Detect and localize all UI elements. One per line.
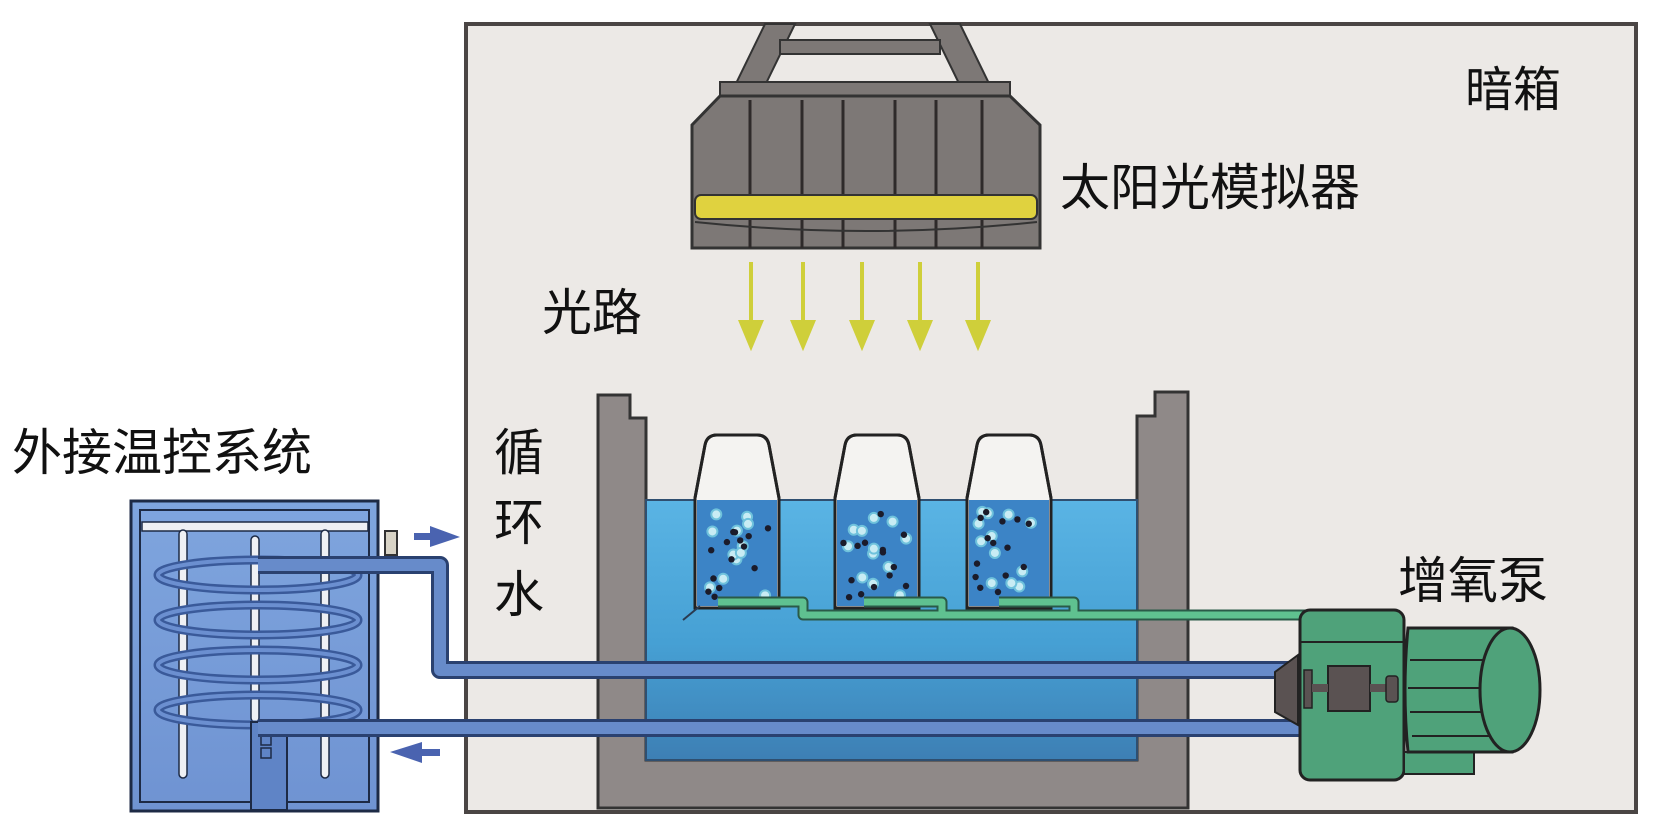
bubble bbox=[742, 517, 755, 530]
particle bbox=[1002, 572, 1009, 579]
aeration-pump bbox=[1274, 608, 1542, 782]
temp-control-label: 外接温控系统 bbox=[12, 424, 312, 482]
dark-box-label: 暗箱 bbox=[1465, 62, 1561, 118]
beaker-2 bbox=[833, 433, 921, 610]
particle bbox=[890, 563, 898, 571]
particle bbox=[716, 584, 723, 592]
particle bbox=[900, 531, 908, 538]
light-ray bbox=[965, 262, 991, 352]
bubble bbox=[1002, 508, 1015, 521]
simulator-yellow-band bbox=[694, 194, 1038, 220]
light-path-label: 光路 bbox=[542, 284, 642, 342]
aeration-pump-label: 增氧泵 bbox=[1398, 552, 1548, 610]
pump-rear-cap bbox=[1274, 653, 1299, 727]
particle bbox=[999, 518, 1006, 525]
light-ray bbox=[738, 262, 764, 352]
flow-arrow-in bbox=[390, 742, 440, 763]
solar-simulator-label: 太阳光模拟器 bbox=[1060, 159, 1360, 217]
particle bbox=[870, 583, 878, 591]
particle bbox=[977, 514, 984, 522]
particle bbox=[877, 510, 884, 518]
light-path bbox=[738, 262, 991, 352]
particle bbox=[845, 593, 853, 601]
bubble bbox=[855, 524, 868, 537]
particle bbox=[982, 508, 990, 516]
circulating-water-label-2: 环 bbox=[494, 494, 544, 552]
beaker-3 bbox=[965, 433, 1053, 610]
temperature-control-system bbox=[129, 499, 398, 813]
particle bbox=[708, 547, 715, 554]
circulating-water-label-3: 水 bbox=[494, 566, 544, 624]
particle bbox=[740, 543, 748, 550]
particle bbox=[710, 575, 717, 582]
particle bbox=[705, 588, 712, 595]
particle bbox=[751, 564, 758, 572]
light-ray bbox=[907, 262, 933, 352]
bubble bbox=[710, 508, 723, 521]
particle bbox=[1020, 563, 1027, 571]
particle bbox=[990, 539, 997, 547]
particle bbox=[723, 538, 731, 546]
particle bbox=[840, 539, 847, 547]
particle bbox=[731, 529, 739, 536]
bubble bbox=[886, 515, 899, 528]
bubble bbox=[1005, 577, 1018, 590]
pump-coupling bbox=[1327, 665, 1371, 712]
particle bbox=[736, 537, 744, 544]
motor-end-cap bbox=[1478, 626, 1542, 754]
simulator-body bbox=[690, 94, 1042, 250]
particle bbox=[984, 534, 991, 542]
outlet-valve bbox=[384, 530, 398, 556]
bubble bbox=[717, 572, 730, 585]
flow-arrow-out bbox=[414, 526, 460, 547]
bubble bbox=[734, 546, 747, 559]
particle bbox=[745, 532, 752, 540]
particle bbox=[973, 560, 981, 567]
particle bbox=[711, 593, 718, 600]
particle bbox=[1025, 520, 1032, 527]
particle bbox=[1004, 544, 1011, 551]
particle bbox=[854, 542, 861, 550]
beaker-1 bbox=[693, 433, 781, 610]
particle bbox=[1014, 516, 1021, 523]
light-ray bbox=[790, 262, 816, 352]
aeration-tube bbox=[682, 596, 1310, 621]
tank-wall bbox=[596, 390, 1190, 810]
particle bbox=[994, 588, 1002, 596]
simulator-crossbar bbox=[779, 39, 941, 55]
light-ray bbox=[849, 262, 875, 352]
solar-simulator bbox=[690, 23, 1042, 250]
bubble bbox=[867, 542, 880, 555]
particle bbox=[764, 525, 772, 532]
particle bbox=[728, 556, 735, 563]
particle bbox=[848, 577, 855, 584]
particle bbox=[861, 539, 869, 546]
bubble bbox=[985, 577, 998, 590]
particle bbox=[886, 572, 893, 579]
particle bbox=[857, 591, 865, 598]
particle bbox=[879, 549, 887, 556]
particle bbox=[972, 573, 979, 581]
particle bbox=[977, 584, 984, 591]
bubble bbox=[975, 535, 988, 548]
bubble bbox=[706, 525, 719, 538]
bubble bbox=[856, 571, 869, 584]
bubble bbox=[867, 511, 880, 524]
temp-control-lid bbox=[141, 521, 369, 532]
circulating-water-label-1: 循 bbox=[494, 424, 544, 482]
bubble bbox=[988, 546, 1001, 559]
particle bbox=[902, 582, 910, 590]
